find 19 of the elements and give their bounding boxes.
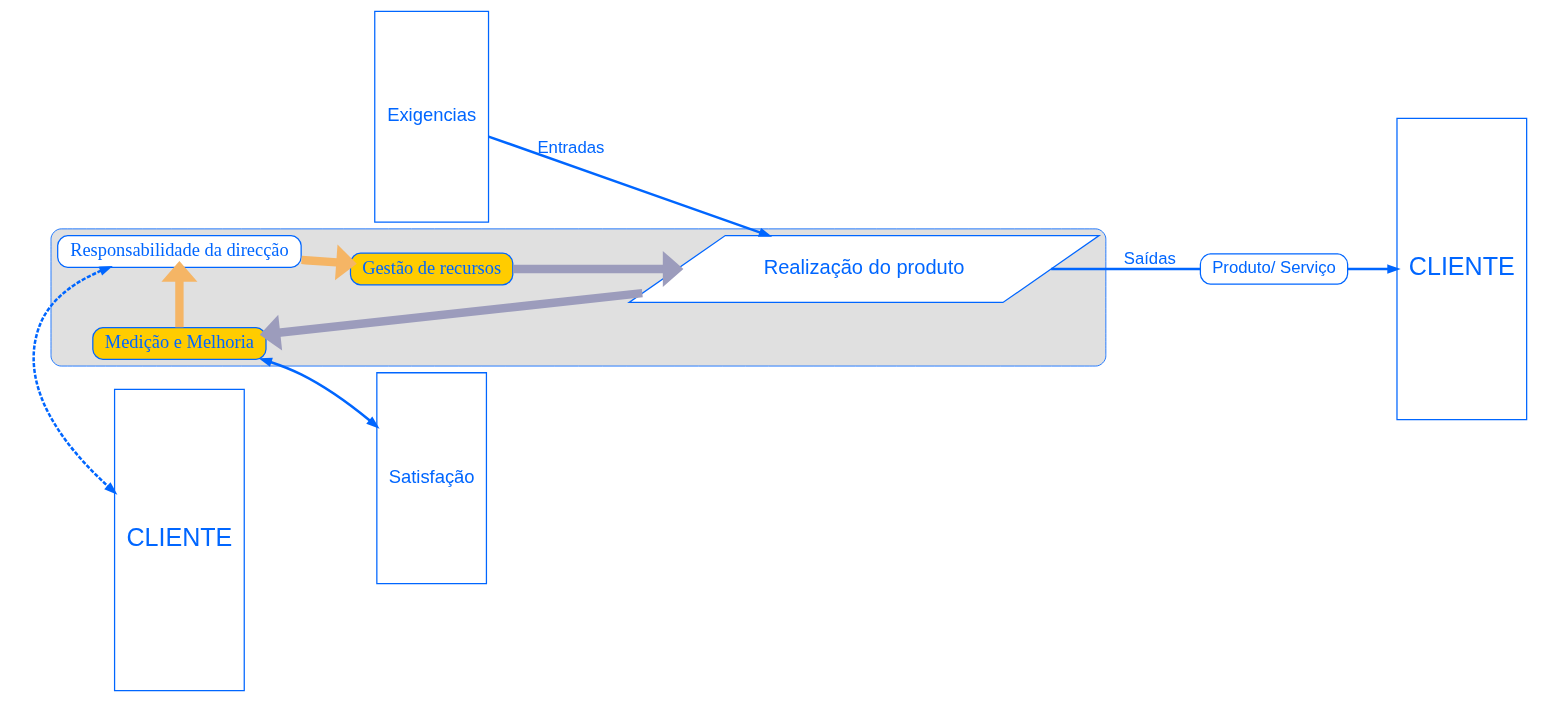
arrow — [32, 266, 117, 495]
arrow — [258, 357, 380, 429]
arrow — [259, 288, 643, 351]
arrow — [300, 244, 357, 281]
node-box: Satisfação — [375, 372, 487, 585]
node-box: Produto/ Serviço — [1199, 253, 1348, 285]
edge-label: Entradas — [536, 137, 604, 157]
arrow — [160, 261, 197, 328]
connector — [1050, 267, 1200, 271]
node-box: Responsabilidade da direcção — [56, 234, 302, 268]
node-box: CLIENTE — [1395, 117, 1527, 421]
node-box: Exigencias — [373, 10, 489, 223]
node-box: Gestão de recursos — [349, 252, 513, 286]
arrow — [487, 135, 772, 237]
edge-label: Saídas — [1123, 249, 1176, 268]
node-box: CLIENTE — [113, 388, 245, 692]
arrow — [1347, 264, 1401, 274]
node-box: Medição e Melhoria — [91, 326, 267, 360]
arrow — [512, 251, 683, 287]
